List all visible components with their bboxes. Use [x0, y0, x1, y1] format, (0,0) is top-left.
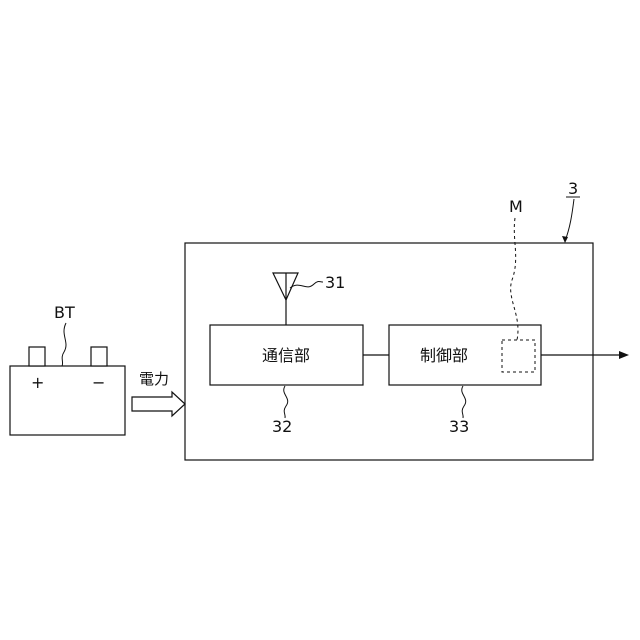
battery-ref-label: BT: [54, 303, 75, 322]
control-unit-ref-label: 33: [449, 417, 469, 436]
battery-terminal-plus: [29, 347, 45, 366]
power-label: 電力: [139, 370, 169, 388]
battery-ref-leader: [62, 323, 66, 366]
battery-body: [10, 366, 125, 435]
device-ref-leader: [565, 199, 574, 241]
battery-plus-sign: +: [31, 373, 44, 392]
battery-minus-sign: −: [92, 373, 105, 392]
power-arrow-icon: [132, 392, 185, 416]
communication-unit-ref-label: 32: [272, 417, 292, 436]
device-ref-label: 3: [568, 179, 578, 198]
memory-ref-label: M: [509, 197, 523, 216]
control-unit-label: 制御部: [420, 346, 468, 365]
device-ref-arrowhead: [562, 236, 568, 243]
battery-terminal-minus: [91, 347, 107, 366]
antenna-ref-label: 31: [325, 273, 345, 292]
communication-unit-label: 通信部: [262, 346, 310, 365]
output-arrowhead: [619, 351, 629, 359]
